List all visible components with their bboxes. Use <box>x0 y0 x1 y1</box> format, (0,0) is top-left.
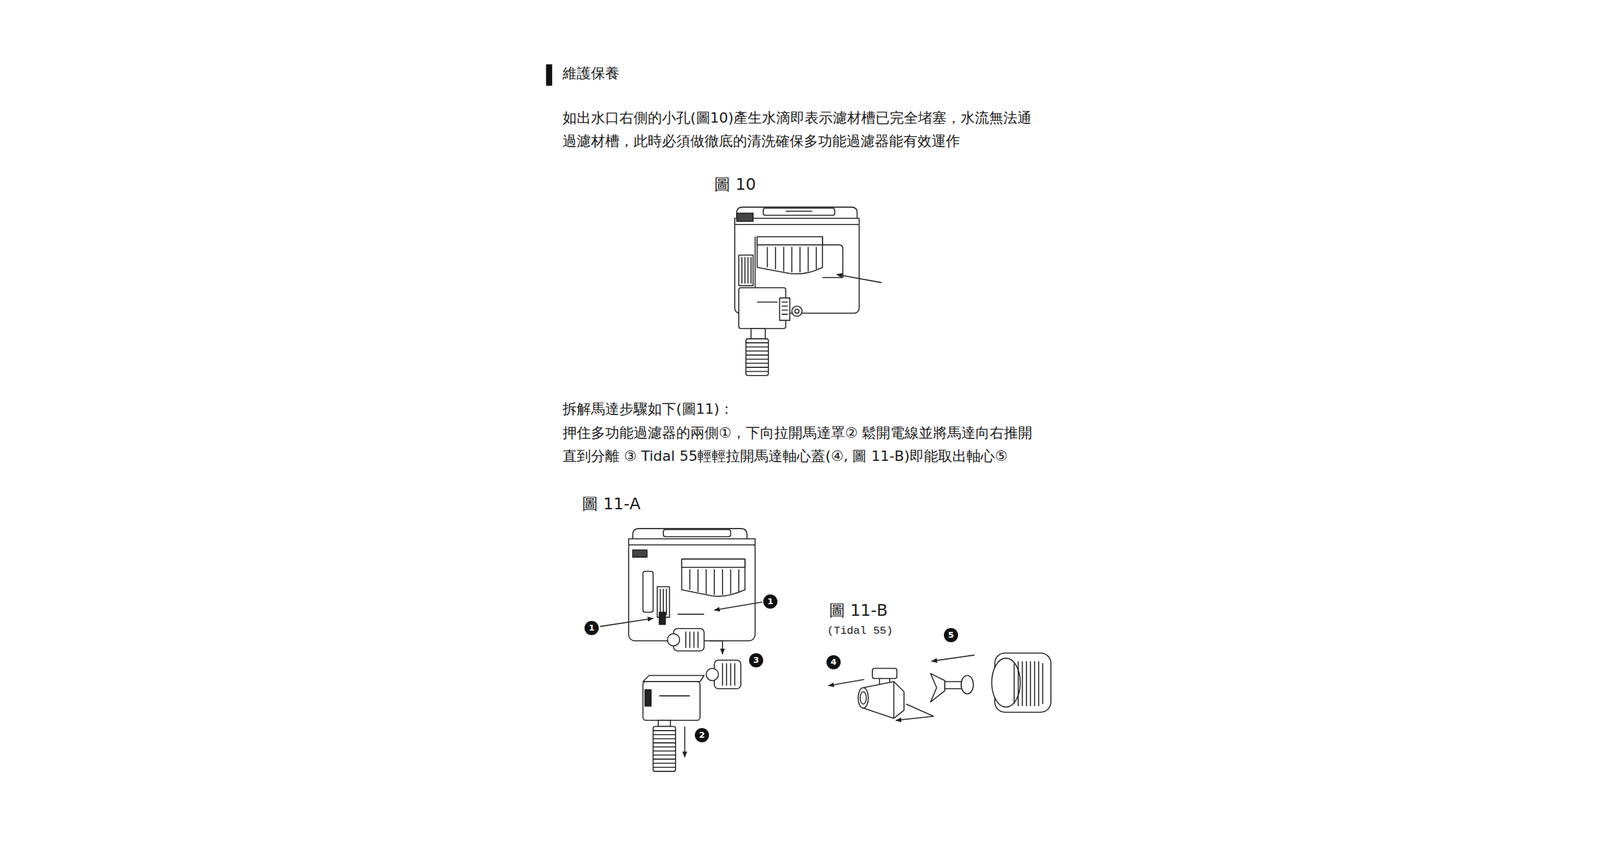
motor-figure-11b <box>828 652 1051 720</box>
figure-caption: 圖 11-A <box>581 493 641 515</box>
callout-number: 1 <box>584 620 599 635</box>
callout-number: 2 <box>694 727 710 742</box>
callout-number: 4 <box>826 654 841 670</box>
callout-number: 1 <box>763 594 778 609</box>
paragraph: 拆解馬達步驟如下(圖11)： <box>562 397 734 421</box>
callout-number: 5 <box>943 627 959 642</box>
filter-figure-11a <box>600 528 762 771</box>
paragraph: 押住多功能過濾器的兩側①，下向拉開馬達罩② 鬆開電線並將馬達向右推開直到分離 ③… <box>562 421 1046 468</box>
paragraph: 如出水口右側的小孔(圖10)產生水滴即表示濾材槽已完全堵塞，水流無法通過濾材槽，… <box>562 106 1044 153</box>
figure-caption: 圖 11-B <box>829 600 888 621</box>
figure-caption: 圖 10 <box>714 174 757 195</box>
callout-number: 3 <box>749 652 764 668</box>
model-note: (Tidal 55) <box>827 623 893 639</box>
section-heading: 維護保養 <box>562 64 620 83</box>
heading-bar <box>545 64 552 86</box>
filter-figure-10 <box>734 207 882 376</box>
